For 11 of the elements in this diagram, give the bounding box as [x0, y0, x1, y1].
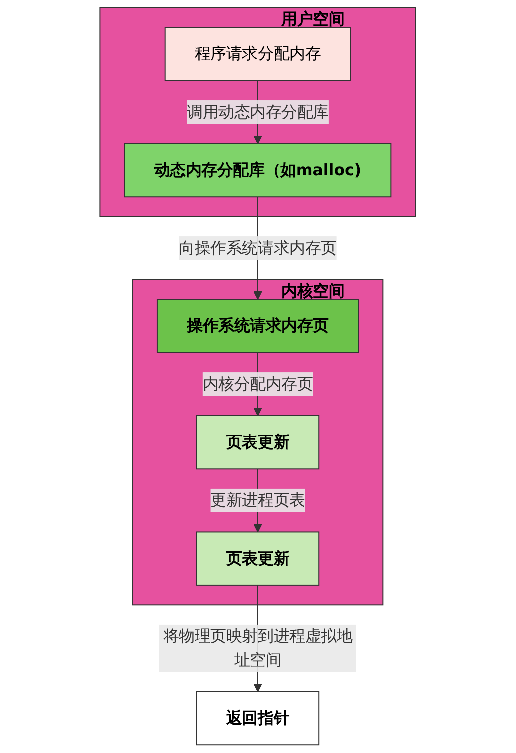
edge-label: 将物理页映射到进程虚拟地址空间 — [163, 626, 353, 670]
node-box: 页表更新 — [196, 532, 320, 586]
edge-label: 内核分配内存页 — [202, 374, 314, 394]
node-box: 返回指针 — [196, 691, 320, 746]
edge-label: 更新进程页表 — [210, 490, 306, 510]
node-box: 动态内存分配库（如malloc) — [124, 143, 392, 198]
edge-label: 向操作系统请求内存页 — [179, 238, 337, 258]
node-box: 操作系统请求内存页 — [156, 299, 360, 354]
node-box: 程序请求分配内存 — [164, 27, 352, 82]
node-box: 页表更新 — [196, 415, 320, 470]
edge-label: 调用动态内存分配库 — [187, 102, 329, 122]
